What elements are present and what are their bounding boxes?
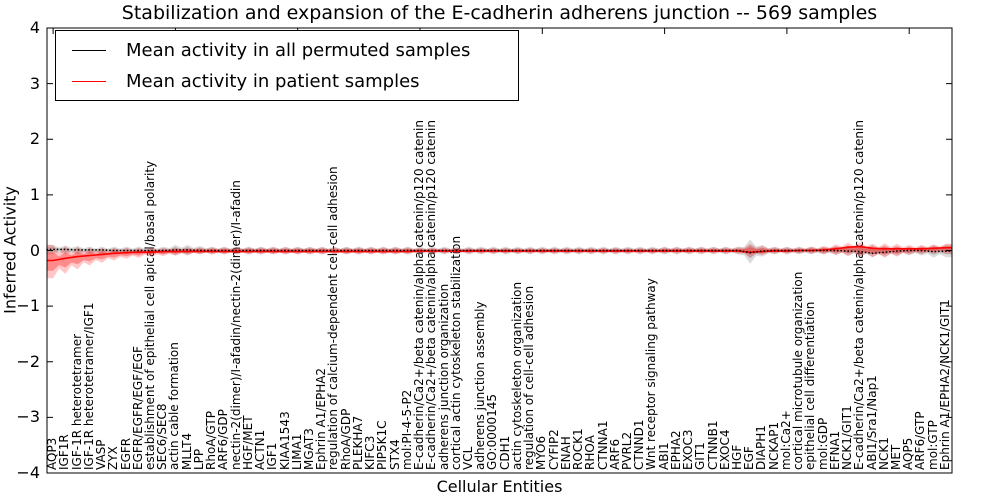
y-tick-label: −3: [16, 407, 40, 427]
series-lines-group: [46, 245, 953, 262]
axis-frame-group: [46, 27, 953, 474]
y-tick-label: 1: [29, 184, 40, 204]
legend-entry-patient: Mean activity in patient samples: [66, 69, 508, 93]
permuted-mean-line: [46, 248, 953, 255]
y-tick-label: −2: [16, 351, 40, 371]
patient-mean-line: [47, 245, 952, 262]
y-tick-label: 2: [29, 129, 40, 149]
y-tick-label: 3: [29, 73, 40, 93]
legend: Mean activity in all permuted samples Me…: [55, 30, 519, 101]
legend-entry-label: Mean activity in patient samples: [126, 70, 420, 92]
legend-entry-permuted: Mean activity in all permuted samples: [66, 38, 508, 62]
x-axis-title: Cellular Entities: [436, 477, 563, 496]
legend-entry-label: Mean activity in all permuted samples: [126, 39, 471, 61]
y-tick-label: −1: [16, 296, 40, 316]
legend-line-sample-patient: [72, 80, 106, 82]
legend-line-sample-permuted: [72, 49, 106, 51]
chart-title: Stabilization and expansion of the E-cad…: [121, 2, 878, 24]
y-tick-label: 0: [29, 240, 40, 260]
y-tick-label: 4: [29, 18, 40, 37]
y-tick-label: −4: [16, 463, 40, 482]
